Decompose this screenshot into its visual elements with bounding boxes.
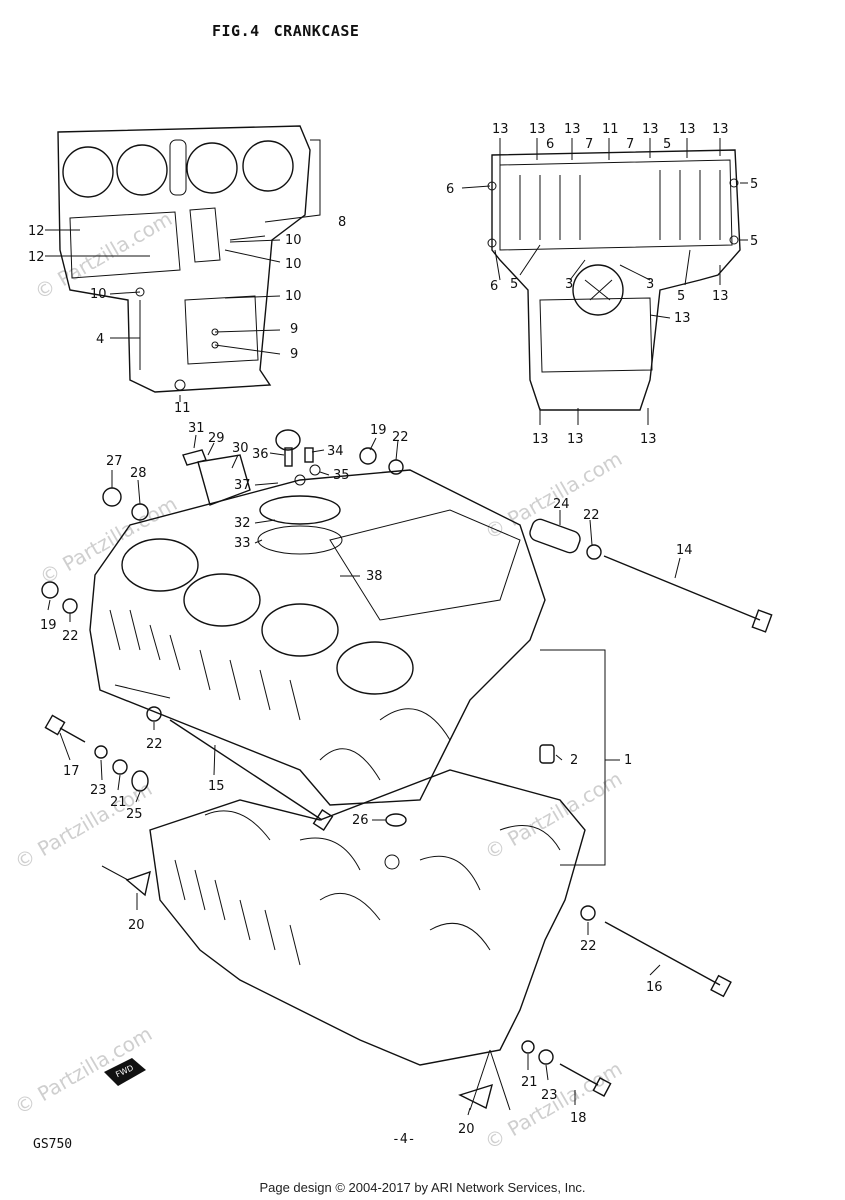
callout-label: 5 bbox=[750, 177, 758, 192]
callout-label: 13 bbox=[640, 432, 657, 447]
callout-label: 10 bbox=[285, 289, 302, 304]
callout-label: 13 bbox=[492, 122, 509, 137]
callout-label: 13 bbox=[567, 432, 584, 447]
callout-label: 10 bbox=[285, 257, 302, 272]
upper-crankcase-half bbox=[89, 469, 546, 806]
callout-label: 31 bbox=[188, 421, 205, 436]
callout-label: 21 bbox=[521, 1075, 538, 1090]
watermark-text: © Partzilla.com bbox=[481, 1056, 627, 1154]
callout-label: 36 bbox=[252, 447, 269, 462]
callout-label: 11 bbox=[602, 122, 619, 137]
watermark-text: © Partzilla.com bbox=[11, 776, 157, 874]
callout-label: 28 bbox=[130, 466, 147, 481]
callout-label: 12 bbox=[28, 224, 45, 239]
figure-name: CRANKCASE bbox=[273, 22, 360, 40]
callout-label: 8 bbox=[338, 215, 346, 230]
callout-label: 38 bbox=[366, 569, 383, 584]
page-footer-copyright: Page design © 2004-2017 by ARI Network S… bbox=[259, 1180, 586, 1195]
callout-label: 21 bbox=[110, 795, 127, 810]
callout-label: 15 bbox=[208, 779, 225, 794]
callout-label: 30 bbox=[232, 441, 249, 456]
watermark-text: © Partzilla.com bbox=[36, 491, 182, 589]
upper-crankcase-top-view bbox=[57, 125, 311, 393]
breather-cover-parts bbox=[182, 429, 343, 555]
upper-view-callouts: 12 12 8 10 10 10 10 4 9 9 11 bbox=[28, 215, 346, 416]
callout-label: 26 bbox=[352, 813, 369, 828]
callout-label: 10 bbox=[90, 287, 107, 302]
upper-view-leader-lines bbox=[45, 139, 321, 402]
callout-label: 33 bbox=[234, 536, 251, 551]
callout-label: 14 bbox=[676, 543, 693, 558]
callout-label: 4 bbox=[96, 332, 104, 347]
callout-label: 3 bbox=[646, 277, 654, 292]
callout-label: 17 bbox=[63, 764, 80, 779]
watermark-text: © Partzilla.com bbox=[481, 446, 627, 544]
callout-label: 20 bbox=[458, 1122, 475, 1137]
callout-label: 5 bbox=[750, 234, 758, 249]
lower-crankcase-half bbox=[149, 769, 586, 1066]
fasteners bbox=[41, 447, 773, 1110]
callout-label: 18 bbox=[570, 1111, 587, 1126]
callout-label: 13 bbox=[532, 432, 549, 447]
callout-label: 1 bbox=[624, 753, 632, 768]
callout-label: 6 bbox=[546, 137, 554, 152]
callout-label: 9 bbox=[290, 322, 298, 337]
callout-label: 6 bbox=[446, 182, 454, 197]
callout-label: 24 bbox=[553, 497, 570, 512]
callout-label: 13 bbox=[642, 122, 659, 137]
callout-label: 19 bbox=[370, 423, 387, 438]
callout-label: 22 bbox=[146, 737, 163, 752]
callout-label: 25 bbox=[126, 807, 143, 822]
watermark-layer: © Partzilla.com © Partzilla.com © Partzi… bbox=[11, 206, 627, 1154]
callout-label: 29 bbox=[208, 431, 225, 446]
figure-label: FIG.4 bbox=[212, 22, 260, 40]
callout-label: 22 bbox=[580, 939, 597, 954]
callout-label: 3 bbox=[565, 277, 573, 292]
callout-label: 12 bbox=[28, 250, 45, 265]
lower-view-leader-lines bbox=[461, 138, 748, 425]
callout-label: 19 bbox=[40, 618, 57, 633]
callout-label: 37 bbox=[234, 478, 251, 493]
callout-label: 13 bbox=[564, 122, 581, 137]
callout-label: 6 bbox=[490, 279, 498, 294]
callout-label: 5 bbox=[677, 289, 685, 304]
callout-label: 13 bbox=[529, 122, 546, 137]
callout-label: 32 bbox=[234, 516, 251, 531]
callout-label: 5 bbox=[510, 277, 518, 292]
callout-label: 16 bbox=[646, 980, 663, 995]
callout-label: 5 bbox=[663, 137, 671, 152]
callout-label: 23 bbox=[541, 1088, 558, 1103]
callout-label: 20 bbox=[128, 918, 145, 933]
main-view-leader-lines bbox=[47, 434, 681, 1116]
page-number: -4- bbox=[392, 1132, 416, 1147]
watermark-text: © Partzilla.com bbox=[481, 766, 627, 864]
model-code: GS750 bbox=[33, 1137, 73, 1152]
callout-label: 35 bbox=[333, 468, 350, 483]
lower-crankcase-bottom-view bbox=[487, 149, 741, 411]
callout-label: 9 bbox=[290, 347, 298, 362]
figure-title: FIG.4 CRANKCASE bbox=[212, 22, 373, 40]
callout-label: 23 bbox=[90, 783, 107, 798]
callout-label: 22 bbox=[62, 629, 79, 644]
callout-label: 13 bbox=[712, 122, 729, 137]
callout-label: 13 bbox=[712, 289, 729, 304]
lower-view-callouts: 13 13 13 11 13 13 13 6 7 7 5 6 5 5 6 5 3… bbox=[446, 122, 758, 447]
callout-label: 13 bbox=[674, 311, 691, 326]
forward-arrow-icon: FWD bbox=[104, 1058, 146, 1086]
callout-label: 2 bbox=[570, 753, 578, 768]
callout-label: 7 bbox=[626, 137, 634, 152]
callout-label: 13 bbox=[679, 122, 696, 137]
callout-label: 34 bbox=[327, 444, 344, 459]
callout-label: 27 bbox=[106, 454, 123, 469]
callout-label: 11 bbox=[174, 401, 191, 416]
main-view-callouts: 31 29 30 36 34 35 37 32 33 19 22 27 28 2… bbox=[40, 421, 693, 1137]
callout-label: 22 bbox=[392, 430, 409, 445]
callout-label: 22 bbox=[583, 508, 600, 523]
callout-label: 7 bbox=[585, 137, 593, 152]
callout-label: 10 bbox=[285, 233, 302, 248]
